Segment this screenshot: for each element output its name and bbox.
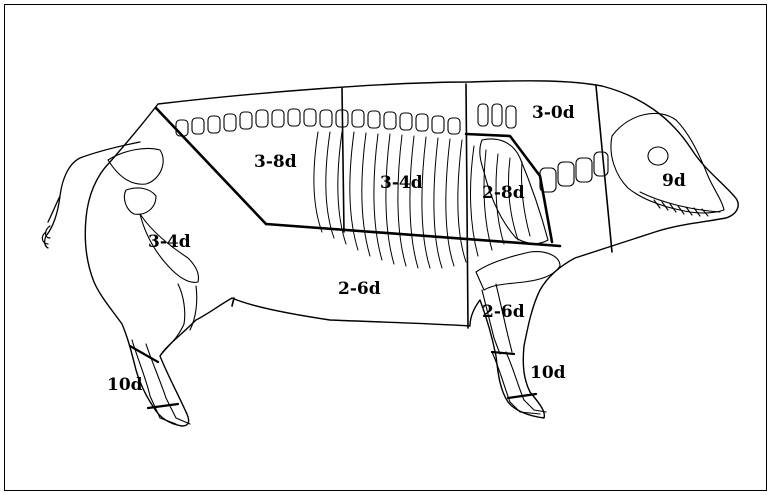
skull [611,113,724,216]
label-fore-trotter: 10d [530,365,566,382]
pig-body-outline [85,81,738,426]
label-hand: 2-6d [482,304,525,321]
label-head: 9d [662,173,686,190]
label-hind-trotter: 10d [107,377,143,394]
spine [176,104,516,136]
label-shoulder: 2-8d [482,185,525,202]
trotter-cuts [130,346,536,408]
label-belly: 2-6d [338,281,381,298]
label-loin: 3-8d [254,154,297,171]
label-middle-ribs: 3-4d [380,175,423,192]
label-hindquarter: 3-4d [148,234,191,251]
tail-tip [42,226,50,244]
tail [45,142,140,248]
neck-vertebrae [540,152,608,192]
fore-leg-bones [476,252,560,414]
label-shoulder-top: 3-0d [532,105,575,122]
